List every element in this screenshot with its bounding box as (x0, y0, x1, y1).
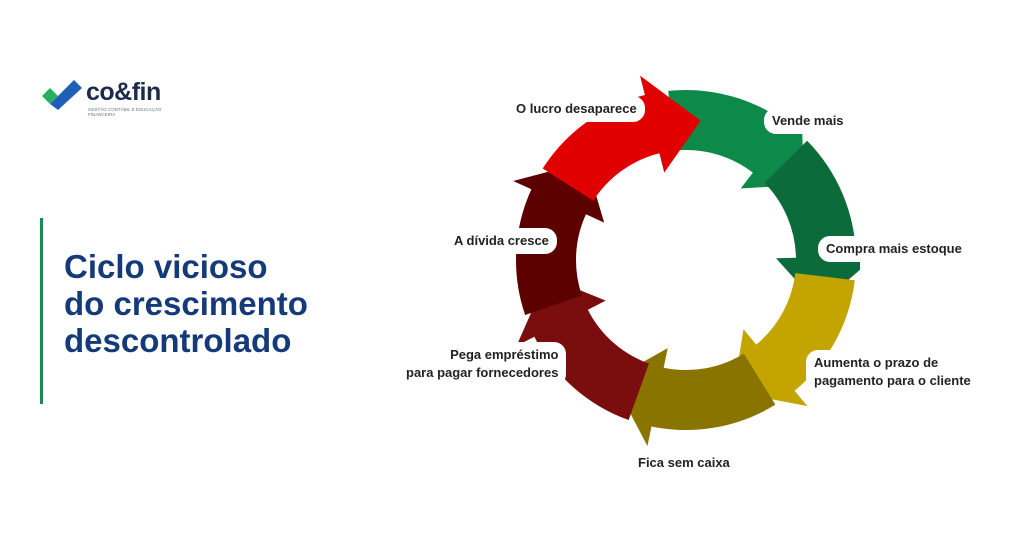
cycle-diagram (513, 75, 860, 447)
logo-tagline: GESTÃO CONTÁBIL E EDUCAÇÃO FINANCEIRA (88, 107, 162, 117)
step-label-pega-emprestimo: Pega empréstimo para pagar fornecedores (398, 342, 567, 386)
step-label-aumenta-prazo: Aumenta o prazo de pagamento para o clie… (806, 350, 979, 394)
cycle-arrow-fica-sem-caixa (612, 348, 776, 447)
step-label-divida-cresce: A dívida cresce (446, 228, 557, 254)
step-label-vende-mais: Vende mais (764, 108, 852, 134)
checkmark-logo-icon (42, 80, 82, 110)
page-title: Ciclo vicioso do crescimento descontrola… (64, 248, 384, 359)
cycle-arrow-compra-mais-estoque (764, 140, 860, 306)
title-line-2: do crescimento (64, 285, 308, 322)
title-line-3: descontrolado (64, 322, 292, 359)
step-label-lucro-desaparece: O lucro desaparece (508, 96, 645, 122)
logo-brand-text: co&fin (86, 78, 161, 106)
logo: co&fin GESTÃO CONTÁBIL E EDUCAÇÃO FINANC… (42, 78, 222, 122)
accent-line (40, 218, 43, 404)
step-label-fica-sem-caixa: Fica sem caixa (630, 450, 738, 476)
title-line-1: Ciclo vicioso (64, 248, 268, 285)
cycle-arrow-pega-emprestimo (516, 276, 649, 421)
step-label-compra-mais-estoque: Compra mais estoque (818, 236, 970, 262)
cycle-arrow-a-divida-cresce (513, 161, 605, 315)
cycle-arrow-o-lucro-desaparece (542, 75, 701, 201)
cycle-arrow-aumenta-o-prazo-de (733, 273, 855, 407)
